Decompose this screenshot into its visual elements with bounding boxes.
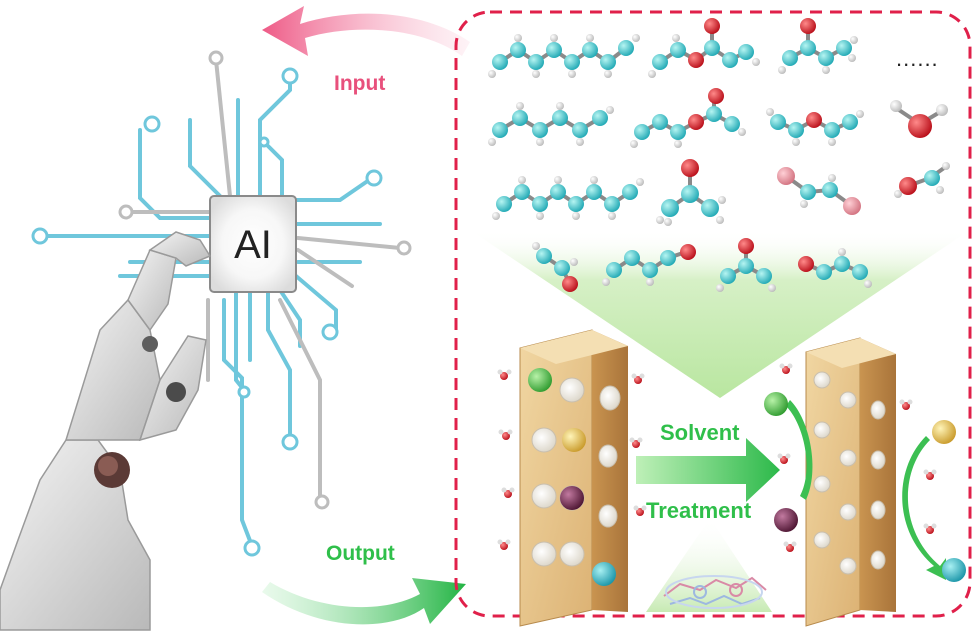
molecule-ether	[766, 108, 864, 146]
ai-chip	[209, 195, 297, 293]
molecule-octane	[492, 176, 644, 220]
input-arrow	[262, 6, 470, 56]
process-label-treatment: Treatment	[646, 498, 752, 523]
input-label: Input	[334, 72, 386, 95]
bottom-funnel	[646, 518, 772, 612]
molecule-acetone	[656, 159, 726, 226]
molecule-methanol	[894, 162, 950, 198]
robot-hand	[0, 231, 212, 631]
molecule-hexane	[488, 102, 614, 146]
molecule-ester	[648, 18, 760, 78]
output-label: Output	[326, 542, 395, 565]
selected-molecule-3	[716, 238, 776, 292]
li-ion-right	[764, 392, 788, 416]
more-molecules-ellipsis: ......	[896, 46, 939, 71]
water-molecules-left	[497, 369, 647, 550]
mg-ion-right	[774, 508, 798, 532]
circuit-traces	[38, 58, 402, 548]
output-arrow	[262, 578, 466, 625]
selected-molecule-2	[602, 244, 696, 286]
molecule-dichloro	[777, 167, 861, 215]
molecule-water	[890, 100, 948, 138]
membrane-after	[805, 337, 896, 627]
molecule-frame	[454, 10, 972, 618]
molecule-ketone	[778, 18, 858, 74]
k-ion-right	[942, 558, 966, 582]
selected-molecule-4	[798, 248, 872, 288]
water-molecules-right	[777, 363, 937, 552]
na-ion-right	[932, 420, 956, 444]
ai-chip-label: AI	[234, 223, 272, 267]
ion-transport-arrows	[786, 400, 946, 580]
solvent-treatment-arrow	[636, 438, 780, 502]
membrane-before	[519, 329, 628, 627]
molecule-alkane-long	[488, 34, 640, 78]
process-label-solvent: Solvent	[660, 420, 740, 445]
selected-molecule-1	[532, 242, 578, 292]
circuit-nodes	[31, 50, 412, 557]
additive-structure	[663, 575, 767, 609]
selection-funnel	[470, 230, 970, 398]
molecule-ester-2	[630, 88, 746, 148]
